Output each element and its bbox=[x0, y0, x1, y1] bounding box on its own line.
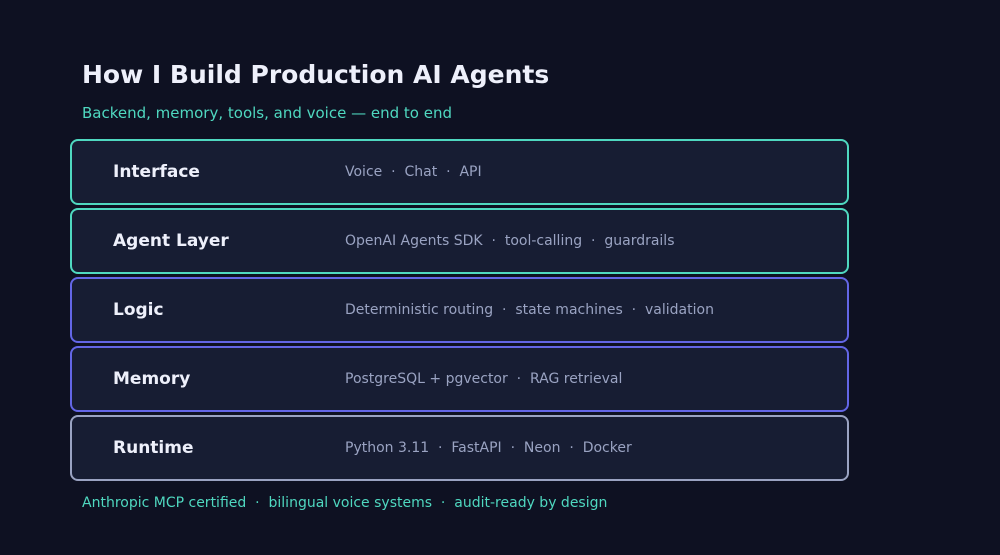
layer-interface: Interface Voice · Chat · API bbox=[70, 139, 849, 205]
layer-logic: Logic Deterministic routing · state mach… bbox=[70, 277, 849, 343]
layer-detail: OpenAI Agents SDK · tool-calling · guard… bbox=[345, 233, 675, 249]
layer-label: Runtime bbox=[113, 438, 194, 458]
layer-label: Logic bbox=[113, 300, 164, 320]
layer-detail: Python 3.11 · FastAPI · Neon · Docker bbox=[345, 440, 632, 456]
page-subtitle: Backend, memory, tools, and voice — end … bbox=[82, 104, 452, 122]
page-title: How I Build Production AI Agents bbox=[82, 60, 550, 89]
footer-note: Anthropic MCP certified · bilingual voic… bbox=[82, 495, 608, 511]
layer-label: Agent Layer bbox=[113, 231, 229, 251]
layer-label: Memory bbox=[113, 369, 191, 389]
layer-detail: Deterministic routing · state machines ·… bbox=[345, 302, 714, 318]
layer-runtime: Runtime Python 3.11 · FastAPI · Neon · D… bbox=[70, 415, 849, 481]
layer-detail: Voice · Chat · API bbox=[345, 164, 482, 180]
layer-label: Interface bbox=[113, 162, 200, 182]
layer-detail: PostgreSQL + pgvector · RAG retrieval bbox=[345, 371, 623, 387]
layer-agent: Agent Layer OpenAI Agents SDK · tool-cal… bbox=[70, 208, 849, 274]
layer-memory: Memory PostgreSQL + pgvector · RAG retri… bbox=[70, 346, 849, 412]
